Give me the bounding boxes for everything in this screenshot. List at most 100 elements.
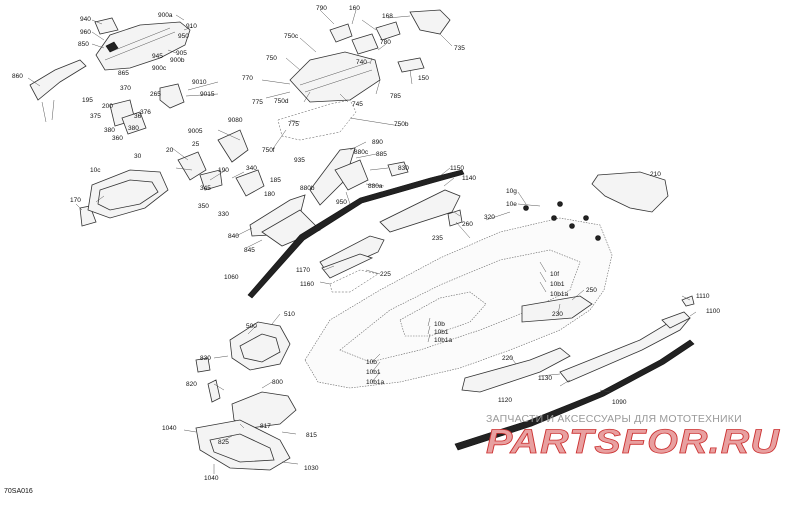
callout-1170: 1170 xyxy=(296,267,310,274)
callout-250: 250 xyxy=(586,287,597,294)
callout-10g: 10g xyxy=(506,188,517,195)
callout-510: 510 xyxy=(284,311,295,318)
callout-750f: 750f xyxy=(262,147,275,154)
callout-780: 780 xyxy=(380,39,391,46)
callout-880a: 880a xyxy=(368,183,383,190)
callout-380: 380 xyxy=(104,127,115,134)
callout-168: 168 xyxy=(382,13,393,20)
callout-960: 960 xyxy=(80,29,91,36)
callout-375: 375 xyxy=(90,113,101,120)
hull xyxy=(304,217,613,389)
callout-845: 845 xyxy=(244,247,255,254)
callout-825: 825 xyxy=(218,439,229,446)
front-console-assembly xyxy=(29,17,265,227)
callout-330: 330 xyxy=(218,211,229,218)
callout-376: 376 xyxy=(140,109,151,116)
callout-30: 30 xyxy=(134,153,142,160)
callout-900c: 900c xyxy=(152,65,167,72)
callout-785: 785 xyxy=(390,93,401,100)
callout-350: 350 xyxy=(198,203,209,210)
callout-940: 940 xyxy=(80,16,91,23)
callout-890: 890 xyxy=(372,139,383,146)
callout-10b1-low: 10b1 xyxy=(366,369,381,376)
callout-935: 935 xyxy=(294,157,305,164)
callout-10f: 10f xyxy=(550,271,559,278)
callout-1090: 1090 xyxy=(612,399,627,406)
callout-750c: 750c xyxy=(284,33,299,40)
svg-text:PARTSFOR.RU: PARTSFOR.RU xyxy=(486,423,781,461)
callout-10b1-upper: 10b1 xyxy=(550,281,565,288)
callouts: 940 900a 910 160 790 168 960 950 850 905… xyxy=(12,5,720,482)
callout-225: 225 xyxy=(380,271,391,278)
callout-210: 210 xyxy=(650,171,661,178)
callout-745: 745 xyxy=(352,101,363,108)
callout-20: 20 xyxy=(166,147,174,154)
callout-830: 830 xyxy=(398,165,409,172)
callout-945: 945 xyxy=(152,53,163,60)
callout-195: 195 xyxy=(82,97,93,104)
callout-10b-mid: 10b xyxy=(434,321,445,328)
callout-1120: 1120 xyxy=(498,397,512,404)
callout-1040-upper: 1040 xyxy=(162,425,177,432)
callout-10b1-mid: 10b1 xyxy=(434,329,449,336)
callout-10b1a-mid: 10b1a xyxy=(434,337,452,344)
callout-9010: 9010 xyxy=(192,79,207,86)
callout-320: 320 xyxy=(484,214,495,221)
callout-815: 815 xyxy=(306,432,317,439)
callout-260: 260 xyxy=(462,221,473,228)
callout-200: 200 xyxy=(102,103,113,110)
callout-900a: 900a xyxy=(158,12,173,19)
callout-1040-lower: 1040 xyxy=(204,475,219,482)
callout-840: 840 xyxy=(228,233,239,240)
callout-500: 500 xyxy=(246,323,257,330)
callout-160: 160 xyxy=(349,5,360,12)
callout-775b: 775 xyxy=(288,121,299,128)
callout-880c: 880c xyxy=(354,149,369,156)
callout-740: 740 xyxy=(356,59,367,66)
callout-265: 265 xyxy=(150,91,161,98)
callout-220: 220 xyxy=(502,355,513,362)
callout-950b: 950 xyxy=(336,199,347,206)
callout-1030: 1030 xyxy=(304,465,319,472)
callout-790: 790 xyxy=(316,5,327,12)
callout-770: 770 xyxy=(242,75,253,82)
callout-830b: 830 xyxy=(200,355,211,362)
callout-10e: 10e xyxy=(506,201,517,208)
callout-800: 800 xyxy=(272,379,283,386)
callout-235: 235 xyxy=(432,235,443,242)
callout-910: 910 xyxy=(186,23,197,30)
callout-817: 817 xyxy=(260,423,271,430)
callout-1060: 1060 xyxy=(224,274,239,281)
callout-150: 150 xyxy=(418,75,429,82)
fasteners xyxy=(523,201,601,241)
callout-1140: 1140 xyxy=(462,175,476,182)
callout-9080: 9080 xyxy=(228,117,243,124)
watermark-caption: ЗАПЧАСТИ И АКСЕССУАРЫ ДЛЯ МОТОТЕХНИКИ xyxy=(486,413,742,425)
callout-885: 885 xyxy=(376,151,387,158)
callout-850: 850 xyxy=(78,41,89,48)
callout-180: 180 xyxy=(264,191,275,198)
side-trim-assembly xyxy=(247,147,669,299)
callout-1130: 1130 xyxy=(538,375,552,382)
callout-360: 360 xyxy=(112,135,123,142)
callout-1160: 1160 xyxy=(300,281,314,288)
diagram-reference-code: 70SA016 xyxy=(4,488,33,495)
callout-820: 820 xyxy=(186,381,197,388)
watermark-logo: PARTSFOR.RU xyxy=(486,423,781,462)
callout-9015: 9015 xyxy=(200,91,215,98)
callout-750b: 750b xyxy=(394,121,409,128)
callout-185: 185 xyxy=(270,177,281,184)
front-nose-assembly xyxy=(195,321,297,471)
callout-860: 860 xyxy=(12,73,23,80)
callout-36: 36 xyxy=(134,113,142,120)
callout-10b-low: 10b xyxy=(366,359,377,366)
callout-750d: 750d xyxy=(274,98,289,105)
callout-905: 905 xyxy=(176,50,187,57)
callout-230: 230 xyxy=(552,311,563,318)
callout-1100: 1100 xyxy=(706,308,720,315)
rubrail-assembly xyxy=(454,295,695,451)
callout-735: 735 xyxy=(454,45,465,52)
callout-900b: 900b xyxy=(170,57,185,64)
